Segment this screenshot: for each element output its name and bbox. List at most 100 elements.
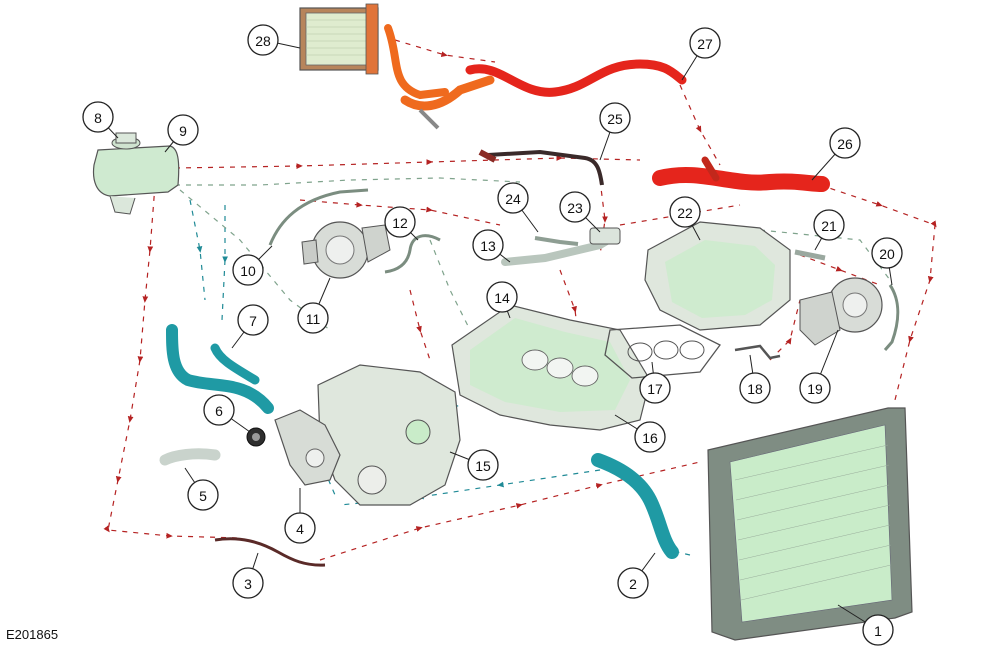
callout-21-coolant-fitting: 21 bbox=[813, 209, 845, 241]
callout-20-turbo-coolant-tube: 20 bbox=[871, 237, 903, 269]
coolant-fitting-21 bbox=[794, 249, 826, 261]
water-pump bbox=[274, 409, 341, 486]
callout-28-heater-core: 28 bbox=[247, 24, 279, 56]
callout-circle bbox=[862, 614, 894, 646]
callout-circle bbox=[247, 24, 279, 56]
callout-2-radiator-lower-hose: 2 bbox=[617, 567, 649, 599]
callout-circle bbox=[232, 567, 264, 599]
callout-14-cylinder-block: 14 bbox=[486, 281, 518, 313]
callout-circle bbox=[634, 421, 666, 453]
callout-circle bbox=[669, 196, 701, 228]
callout-19-turbocharger: 19 bbox=[799, 372, 831, 404]
callout-circle bbox=[617, 567, 649, 599]
callout-number: 10 bbox=[240, 263, 256, 279]
callout-11-turbocharger: 11 bbox=[297, 302, 329, 334]
callout-circle bbox=[871, 237, 903, 269]
callout-circle bbox=[297, 302, 329, 334]
callout-number: 21 bbox=[821, 218, 837, 234]
callout-27-heater-hose: 27 bbox=[689, 27, 721, 59]
callout-number: 3 bbox=[244, 576, 252, 592]
callout-circle bbox=[559, 191, 591, 223]
callout-3-coolant-tube: 3 bbox=[232, 567, 264, 599]
callout-circle bbox=[799, 372, 831, 404]
callout-number: 18 bbox=[747, 381, 763, 397]
callout-number: 11 bbox=[306, 311, 321, 327]
engine-front-cover bbox=[317, 364, 461, 506]
head-gasket bbox=[604, 324, 721, 379]
callout-circle bbox=[232, 254, 264, 286]
callout-4-water-pump: 4 bbox=[284, 512, 316, 544]
callout-23-coolant-outlet: 23 bbox=[559, 191, 591, 223]
callout-circle bbox=[739, 372, 771, 404]
callout-number: 20 bbox=[879, 246, 895, 262]
turbo-coolant-tube-20 bbox=[883, 284, 900, 351]
callout-circle bbox=[639, 372, 671, 404]
callout-circle bbox=[467, 449, 499, 481]
callout-15-engine-front-cover: 15 bbox=[467, 449, 499, 481]
degas-bottle bbox=[92, 132, 180, 215]
callout-12-turbo-coolant-tube: 12 bbox=[384, 206, 416, 238]
callout-13-coolant-tube: 13 bbox=[472, 229, 504, 261]
callout-10-turbo-coolant-tube: 10 bbox=[232, 254, 264, 286]
callout-16-cylinder-block: 16 bbox=[634, 421, 666, 453]
callout-circle bbox=[203, 394, 235, 426]
callout-circle bbox=[472, 229, 504, 261]
callout-number: 8 bbox=[94, 110, 102, 126]
callout-22-cylinder-head: 22 bbox=[669, 196, 701, 228]
turbo-coolant-tube-10 bbox=[268, 188, 369, 246]
callout-number: 22 bbox=[677, 205, 693, 221]
callout-circle bbox=[689, 27, 721, 59]
callout-number: 12 bbox=[392, 215, 408, 231]
temperature-sensor-18 bbox=[734, 344, 781, 360]
callout-circle bbox=[237, 304, 269, 336]
callout-number: 17 bbox=[647, 381, 663, 397]
callout-number: 16 bbox=[642, 430, 658, 446]
callout-1-radiator: 1 bbox=[862, 614, 894, 646]
heater-hose-assembly bbox=[384, 24, 687, 130]
document-id: E201865 bbox=[6, 627, 59, 642]
callout-number: 7 bbox=[249, 313, 257, 329]
callout-number: 25 bbox=[607, 111, 623, 127]
callout-circle bbox=[384, 206, 416, 238]
coolant-hose-7 bbox=[166, 324, 274, 414]
callout-circle bbox=[813, 209, 845, 241]
callout-circle bbox=[284, 512, 316, 544]
callout-7-coolant-hose: 7 bbox=[237, 304, 269, 336]
callout-8-degas-bottle-cap: 8 bbox=[82, 101, 114, 133]
cylinder-head bbox=[644, 221, 791, 331]
callout-number: 2 bbox=[629, 576, 637, 592]
coolant-tube-3 bbox=[214, 537, 326, 567]
coolant-hose-5 bbox=[159, 448, 221, 466]
cylinder-block bbox=[451, 304, 651, 431]
callout-number: 19 bbox=[807, 381, 823, 397]
callout-number: 6 bbox=[215, 403, 223, 419]
callout-number: 13 bbox=[480, 238, 496, 254]
callout-17-head-gasket: 17 bbox=[639, 372, 671, 404]
radiator bbox=[707, 407, 913, 641]
callout-24-coolant-fitting: 24 bbox=[497, 182, 529, 214]
callout-number: 23 bbox=[567, 200, 583, 216]
coolant-tube-25 bbox=[478, 149, 604, 186]
callout-circle bbox=[187, 479, 219, 511]
callout-circle bbox=[486, 281, 518, 313]
callout-25-coolant-tube: 25 bbox=[599, 102, 631, 134]
callout-circle bbox=[167, 114, 199, 146]
radiator-upper-hose bbox=[652, 156, 830, 192]
callout-circle bbox=[599, 102, 631, 134]
callout-number: 5 bbox=[199, 488, 207, 504]
coolant-outlet-assembly bbox=[501, 227, 621, 266]
turbocharger-right bbox=[799, 277, 883, 346]
callout-circle bbox=[497, 182, 529, 214]
heater-core bbox=[299, 3, 379, 75]
callout-circle bbox=[829, 127, 861, 159]
callout-number: 4 bbox=[296, 521, 304, 537]
thermostat bbox=[246, 427, 266, 447]
callout-9-degas-bottle: 9 bbox=[167, 114, 199, 146]
callout-number: 1 bbox=[874, 623, 882, 639]
callout-number: 26 bbox=[837, 136, 853, 152]
callout-number: 14 bbox=[494, 290, 510, 306]
callout-number: 9 bbox=[179, 123, 187, 139]
turbo-coolant-tube-12 bbox=[384, 234, 441, 274]
